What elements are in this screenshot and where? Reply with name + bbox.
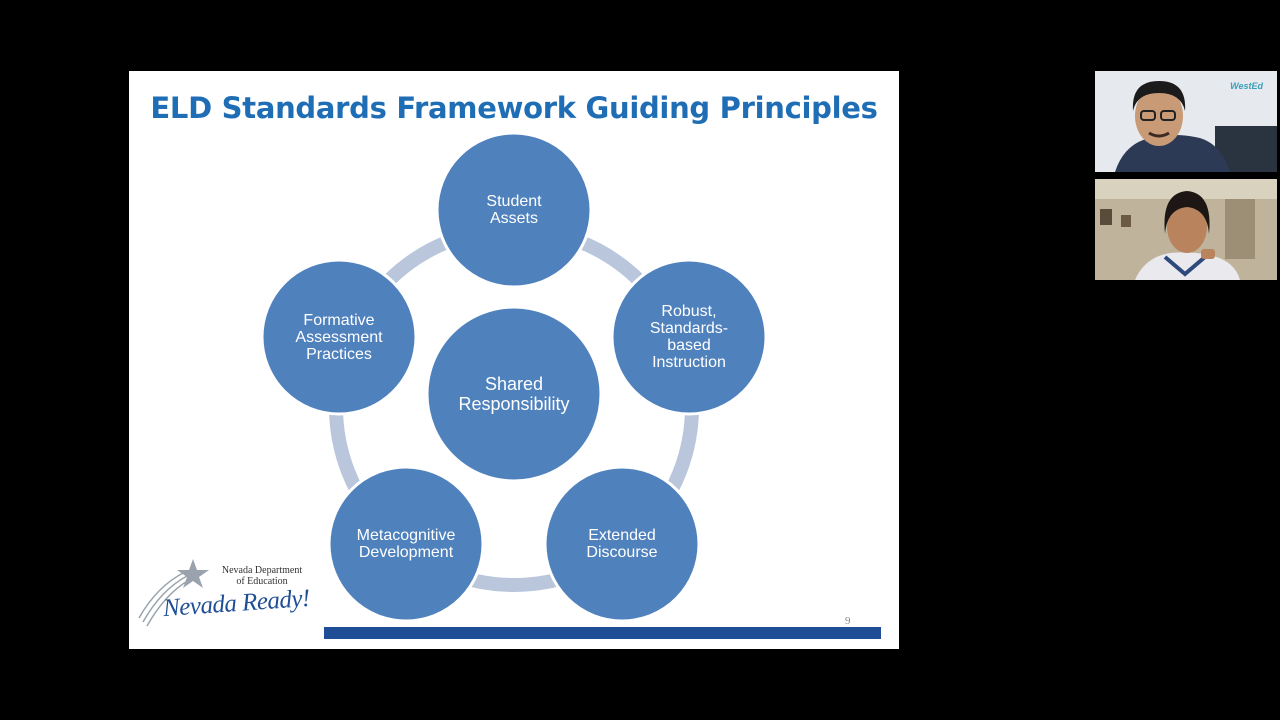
node-formative-assessment	[260, 258, 418, 416]
label-robust-instruction: Robust, Standards- based Instruction	[649, 303, 729, 371]
node-extended-discourse	[543, 465, 701, 623]
participant-video-tile-2[interactable]	[1095, 179, 1277, 280]
node-student-assets	[435, 131, 593, 289]
participant-1-video	[1095, 71, 1277, 172]
node-metacognitive-development	[327, 465, 485, 623]
principles-diagram	[260, 131, 768, 623]
participant-video-tile-1[interactable]: WestEd	[1095, 71, 1277, 172]
participant-2-video	[1095, 179, 1277, 280]
label-shared-responsibility: Shared Responsibility	[458, 374, 570, 414]
slide-title: ELD Standards Framework Guiding Principl…	[150, 91, 878, 125]
wested-watermark: WestEd	[1230, 81, 1263, 91]
label-student-assets: Student Assets	[486, 193, 542, 227]
presentation-slide: ELD Standards Framework Guiding Principl…	[129, 71, 899, 649]
footer-bar	[324, 627, 881, 639]
label-extended-discourse: Extended Discourse	[586, 527, 658, 561]
node-shared-responsibility	[425, 305, 603, 483]
label-metacognitive-development: Metacognitive Development	[356, 527, 456, 561]
department-name: Nevada Department of Education	[221, 565, 303, 587]
page-number: 9	[845, 615, 851, 627]
nevada-doe-logo: Nevada Department of Education Nevada Re…	[137, 556, 327, 646]
star-swoosh-icon	[138, 559, 209, 627]
node-robust-instruction	[610, 258, 768, 416]
label-formative-assessment: Formative Assessment Practices	[295, 311, 383, 363]
